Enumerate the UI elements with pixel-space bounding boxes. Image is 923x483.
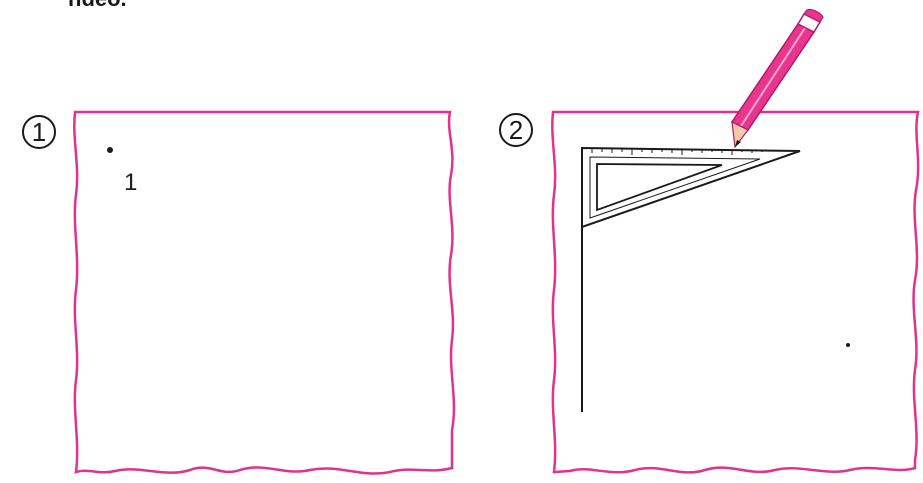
- panel-1: 1 1: [23, 112, 454, 474]
- step-number-1: 1: [32, 117, 46, 147]
- step-number-badge-2: 2: [500, 114, 532, 146]
- point-dot-right: [846, 343, 850, 347]
- point-1-label: 1: [124, 169, 137, 196]
- step-number-badge-1: 1: [23, 116, 55, 148]
- paper-sheet-1: [74, 112, 454, 474]
- step-number-2: 2: [509, 115, 523, 145]
- header-fragment-text: ndeo.: [68, 0, 127, 11]
- point-1-dot: [107, 147, 113, 153]
- panel-2: 2: [500, 9, 918, 472]
